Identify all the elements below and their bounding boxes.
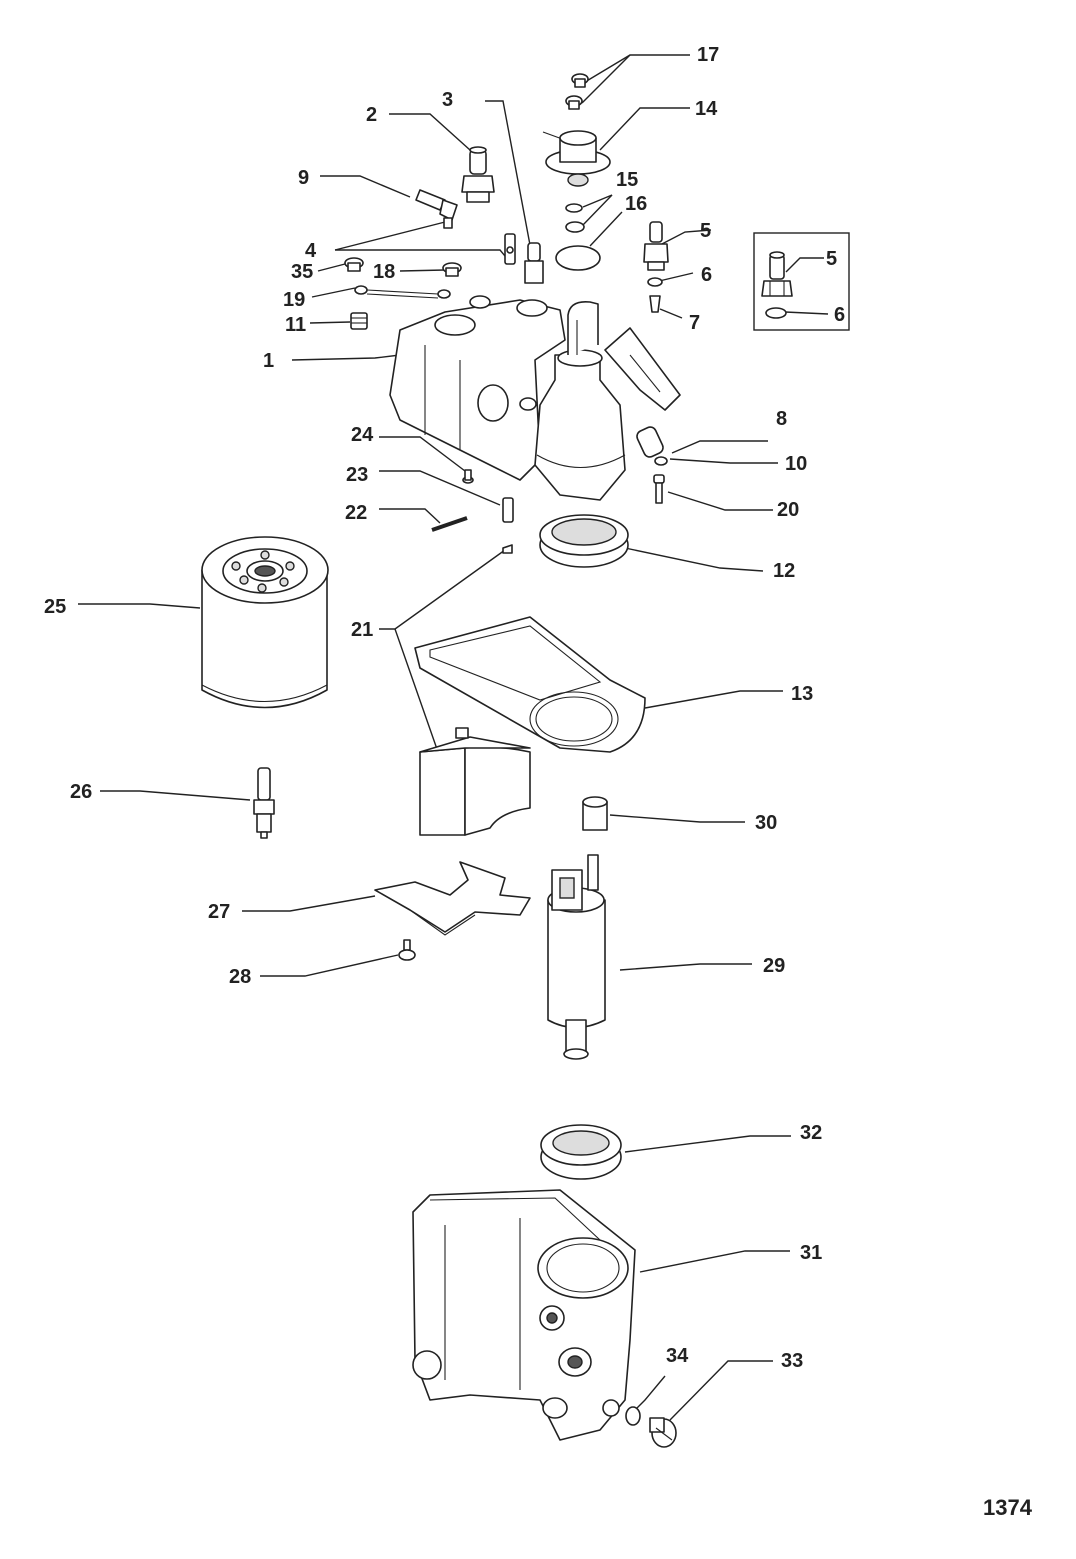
callout-12: 12 (773, 560, 795, 582)
callout-14: 14 (695, 98, 718, 120)
callout-23: 23 (346, 464, 368, 486)
plug-11 (350, 312, 368, 330)
fitting-4 (504, 233, 516, 265)
callout-31: 31 (800, 1242, 822, 1264)
washer-6 (647, 277, 663, 287)
callout-34: 34 (666, 1345, 689, 1367)
pressure-regulator-14 (542, 130, 611, 187)
o-rings-15 (565, 203, 585, 233)
callout-21: 21 (351, 619, 373, 641)
drain-plug-33 (649, 1417, 677, 1448)
screw-17-upper (571, 73, 589, 88)
callout-5-inset: 5 (826, 248, 837, 270)
callout-32: 32 (800, 1122, 822, 1144)
seal-12 (539, 514, 629, 568)
callout-9: 9 (298, 167, 309, 189)
leader-lines (78, 54, 829, 1421)
fitting-3 (524, 242, 544, 284)
callout-19: 19 (283, 289, 305, 311)
screw-24 (462, 469, 474, 484)
fitting-5-inset (761, 251, 793, 297)
washer-6-inset (765, 307, 787, 319)
cover-21 (419, 727, 531, 836)
fuel-filter-25 (201, 536, 329, 709)
callout-35: 35 (291, 261, 313, 283)
callout-5: 5 (700, 220, 711, 242)
seal-32 (540, 1124, 622, 1180)
callout-17: 17 (697, 44, 719, 66)
callout-29: 29 (763, 955, 785, 977)
callout-24: 24 (351, 424, 374, 446)
callout-28: 28 (229, 966, 251, 988)
callout-labels: 17 3 14 2 9 15 16 5 4 5 35 18 6 19 6 11 … (44, 44, 845, 1372)
drawing-number: 1374 (983, 1495, 1032, 1520)
callout-1: 1 (263, 350, 274, 372)
base-housing-31 (412, 1189, 636, 1441)
pin-22 (431, 516, 468, 532)
callout-26: 26 (70, 781, 92, 803)
spacer-30 (582, 796, 608, 831)
fuel-housing-1 (389, 295, 681, 501)
callout-18: 18 (373, 261, 395, 283)
callout-3: 3 (442, 89, 453, 111)
callout-11: 11 (285, 314, 306, 336)
callout-13: 13 (791, 683, 813, 705)
washer-34 (625, 1406, 641, 1426)
callout-2: 2 (366, 104, 377, 126)
fuel-pump-29 (547, 854, 606, 1060)
screw-35 (344, 257, 364, 272)
inset-detail-box (753, 232, 850, 331)
plug-8 (636, 426, 664, 458)
gasket-13 (414, 616, 646, 753)
callout-22: 22 (345, 502, 367, 524)
callout-8: 8 (776, 408, 787, 430)
elbow-fitting-9 (415, 189, 458, 229)
callout-6-inset: 6 (834, 304, 845, 326)
callout-6: 6 (701, 264, 712, 286)
bracket-27 (374, 861, 531, 936)
callout-10: 10 (785, 453, 807, 475)
valve-23 (502, 497, 514, 523)
screw-18 (442, 262, 462, 277)
fitting-2 (461, 146, 495, 203)
callout-20: 20 (777, 499, 799, 521)
callout-15: 15 (616, 169, 638, 191)
screw-17-lower (565, 95, 583, 110)
seal-16 (555, 245, 601, 271)
callout-4: 4 (305, 240, 317, 262)
callout-7: 7 (689, 312, 700, 334)
spark-plug-26 (253, 767, 275, 839)
callout-16: 16 (625, 193, 647, 215)
fitting-20 (653, 474, 665, 504)
screw-28 (398, 939, 416, 961)
check-valve-7 (649, 295, 661, 313)
callout-25: 25 (44, 596, 66, 618)
callout-27: 27 (208, 901, 230, 923)
fitting-5 (643, 221, 669, 271)
ground-strap-19 (354, 285, 451, 299)
o-ring-10 (654, 456, 668, 466)
callout-30: 30 (755, 812, 777, 834)
callout-33: 33 (781, 1350, 803, 1372)
clip-21-small (502, 544, 513, 554)
